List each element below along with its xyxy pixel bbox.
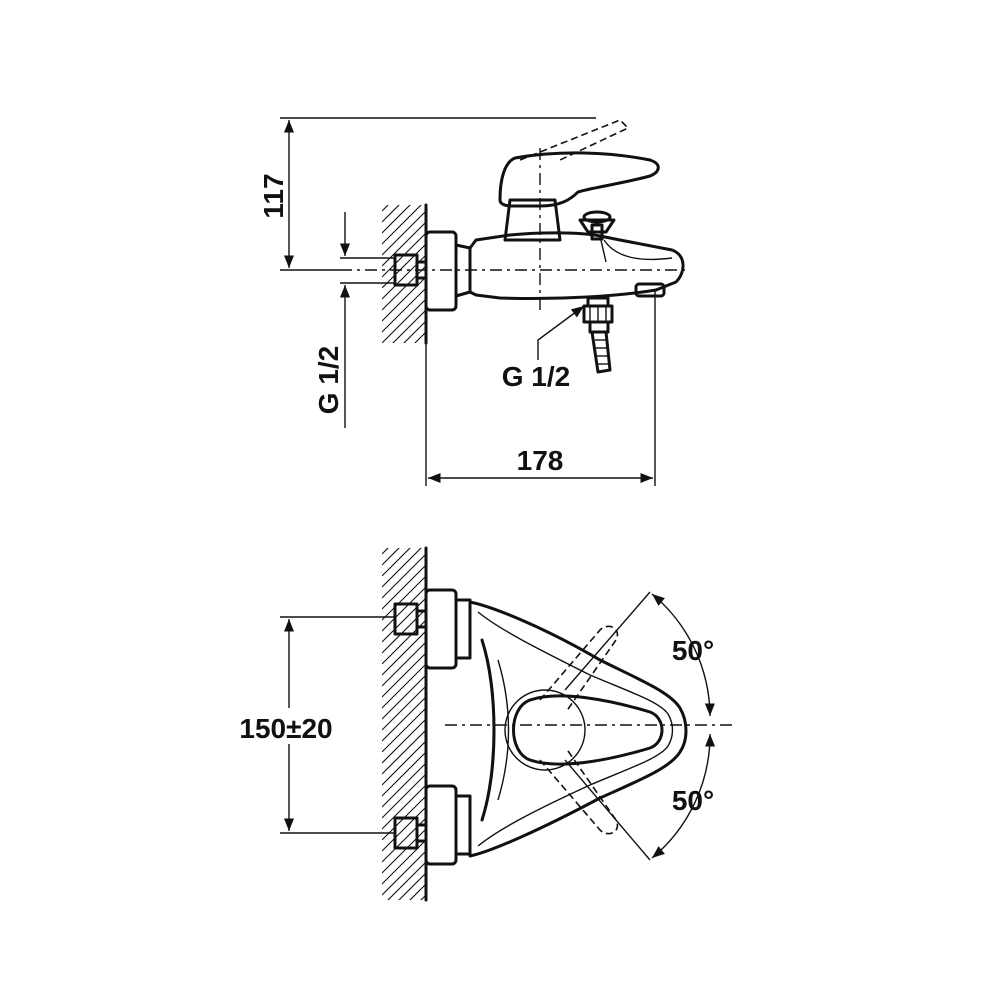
hatch-line: [382, 718, 426, 764]
side-handle: [498, 119, 660, 242]
outlet-thread-label: G 1/2: [502, 361, 570, 392]
side-wall: [382, 145, 428, 442]
hatch-line: [382, 608, 426, 654]
height-dimension: 117: [258, 117, 596, 271]
hatch-line: [382, 548, 400, 566]
hatch-line: [382, 696, 426, 742]
hatch-line: [414, 331, 426, 343]
hatch-line: [403, 320, 426, 343]
top-lower-connection: [393, 784, 472, 866]
depth-dimension: 178: [425, 290, 656, 486]
hatch-line: [425, 342, 426, 343]
hatch-line: [382, 707, 426, 753]
hatch-line: [382, 221, 426, 267]
hatch-line: [382, 205, 400, 223]
side-hose-outlet: [582, 296, 614, 374]
hatch-line: [387, 861, 426, 900]
side-view: 117 G 1/2 G 1/2 178: [258, 117, 690, 486]
hatch-line: [382, 663, 426, 709]
hatch-line: [382, 210, 426, 256]
top-view: 50° 50° 150±20: [218, 488, 735, 994]
hatch-line: [392, 309, 426, 343]
hatch-line: [382, 553, 426, 599]
hatch-line: [382, 839, 426, 885]
top-wall-hatching: [382, 488, 426, 994]
angle-upper-label: 50°: [672, 635, 714, 666]
hatch-line: [382, 906, 426, 950]
hatch-line: [382, 298, 426, 343]
hatch-line: [382, 928, 426, 972]
hatch-line: [382, 850, 426, 896]
angle-dimension: 50° 50°: [564, 591, 716, 861]
hatch-line: [382, 575, 426, 621]
hatch-line: [382, 939, 426, 983]
hatch-line: [382, 740, 426, 786]
hatch-line: [382, 674, 426, 720]
hatch-line: [382, 548, 411, 577]
side-wall-hatching: [382, 145, 426, 442]
hatch-line: [382, 597, 426, 643]
top-upper-connection: [393, 588, 472, 670]
hatch-line: [382, 205, 389, 212]
top-wall: [382, 488, 428, 994]
hatch-line: [409, 883, 426, 900]
hatch-line: [382, 773, 426, 819]
hatch-line: [382, 287, 426, 333]
hatch-line: [382, 499, 426, 543]
hatch-line: [382, 652, 426, 698]
spacing-label: 150±20: [239, 713, 332, 744]
hatch-line: [382, 762, 426, 808]
height-label: 117: [258, 173, 289, 218]
hatch-line: [382, 685, 426, 731]
hatch-line: [382, 630, 426, 676]
spacing-dimension: 150±20: [218, 616, 395, 834]
hatch-line: [382, 729, 426, 775]
hatch-line: [382, 265, 426, 311]
top-mixer-body: [468, 600, 688, 858]
angle-lower-label: 50°: [672, 785, 714, 816]
hatch-line: [382, 917, 426, 961]
hatch-line: [382, 243, 426, 289]
hatch-line: [382, 205, 422, 245]
hatch-line: [382, 376, 426, 420]
hatch-line: [382, 751, 426, 797]
hatch-line: [382, 828, 426, 874]
hatch-line: [420, 894, 426, 900]
hatch-line: [382, 488, 426, 532]
hatch-line: [382, 641, 426, 687]
hatch-line: [382, 276, 426, 322]
wall-thread-dimension: G 1/2: [313, 212, 395, 428]
side-centerlines: [340, 148, 690, 310]
hatch-line: [382, 205, 411, 234]
hatch-line: [382, 586, 426, 632]
hatch-line: [382, 950, 426, 994]
depth-label: 178: [517, 445, 564, 476]
hatch-line: [382, 365, 426, 409]
hatch-line: [382, 548, 389, 555]
hatch-line: [382, 784, 426, 830]
hatch-line: [382, 398, 426, 442]
outlet-thread-leader: G 1/2: [502, 305, 585, 392]
wall-thread-label: G 1/2: [313, 346, 344, 414]
side-wall-flange: [393, 230, 472, 312]
hatch-line: [382, 806, 426, 852]
hatch-line: [382, 548, 422, 588]
hatch-line: [382, 354, 426, 398]
hatch-line: [382, 564, 426, 610]
hatch-line: [382, 145, 426, 189]
hatch-line: [382, 387, 426, 431]
side-diverter-knob: [578, 210, 616, 241]
hatch-line: [398, 872, 426, 900]
side-mixer-body: [468, 231, 685, 301]
hatch-line: [382, 156, 426, 200]
top-handle: [504, 625, 664, 835]
